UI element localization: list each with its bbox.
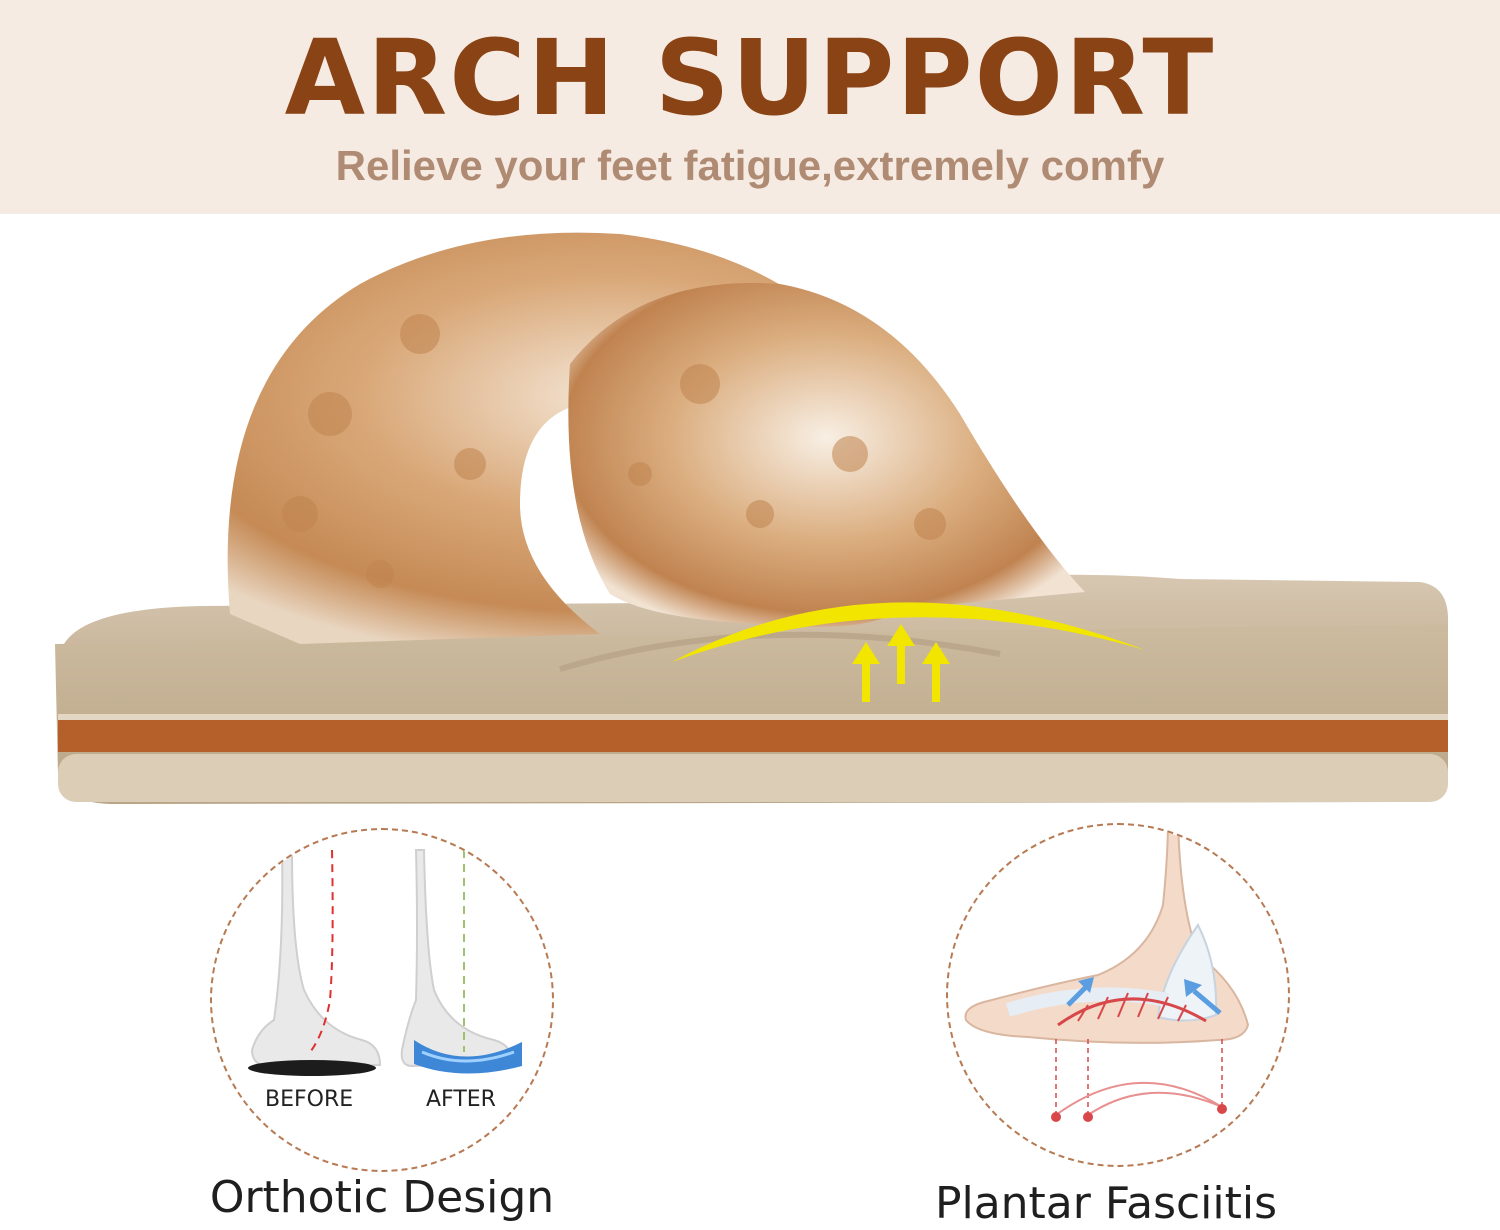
arch-highlight <box>672 602 1145 662</box>
foot-anatomy-image <box>964 825 1250 1122</box>
page-title: ARCH SUPPORT <box>284 17 1216 139</box>
fur-band-front <box>568 283 1085 627</box>
sole-stripe <box>58 720 1448 752</box>
slipper-illustration <box>55 232 1448 804</box>
page-subtitle: Relieve your feet fatigue,extremely comf… <box>335 142 1165 189</box>
after-label: AFTER <box>426 1087 496 1112</box>
before-label: BEFORE <box>265 1087 354 1112</box>
orthotic-design-illustration <box>210 828 554 1172</box>
before-after-heel-image <box>248 849 522 1076</box>
plantar-fasciitis-illustration <box>946 823 1290 1167</box>
feature-orthotic-design: Orthotic Design <box>209 1172 555 1223</box>
header-banner: ARCH SUPPORT Relieve your feet fatigue,e… <box>0 0 1500 214</box>
sole-bottom-layer <box>58 754 1448 802</box>
support-arrows <box>852 624 950 702</box>
feature-plantar-fasciitis: Plantar Fasciitis <box>934 1178 1278 1229</box>
slipper-product-image <box>0 214 1500 814</box>
